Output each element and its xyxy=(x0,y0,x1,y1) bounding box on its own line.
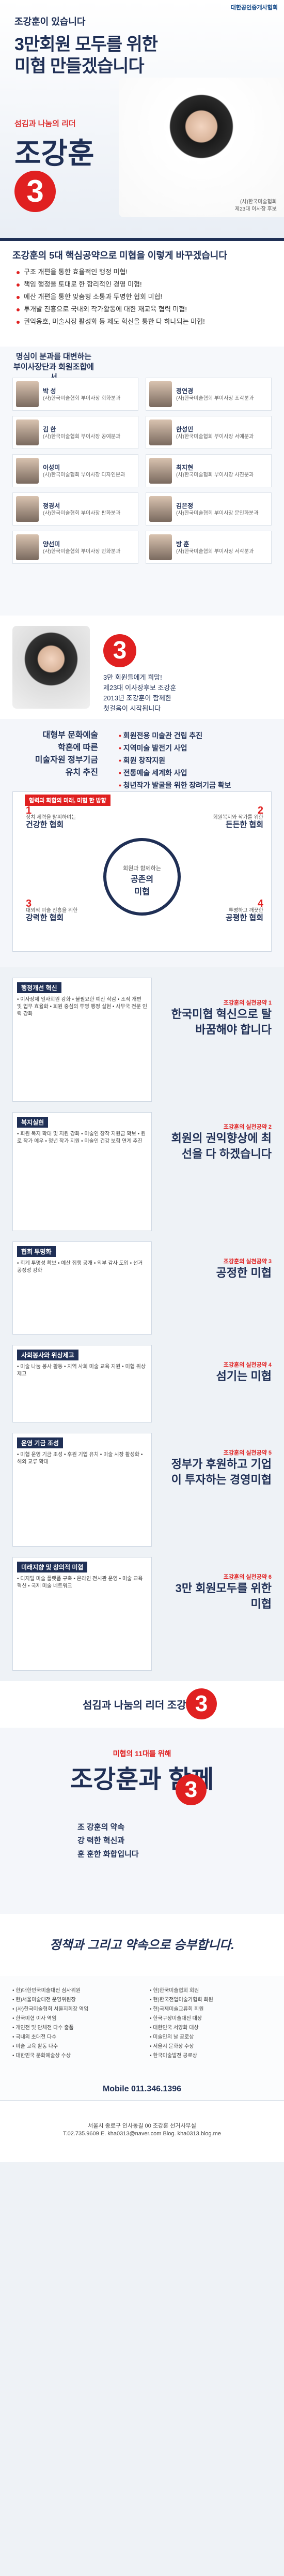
vision-item: 청년작가 발굴을 위한 장려기금 확보 xyxy=(119,779,231,791)
endorser-card: 정연경(사)한국미술협회 부이사장 조각분과 xyxy=(146,378,272,411)
footer-address: 서울시 종로구 인사동길 00 조강훈 선거사무실 xyxy=(88,2123,196,2129)
endorser-card: 양선미(사)한국미술협회 부이사장 민화분과 xyxy=(12,531,138,564)
candidate-photo xyxy=(119,78,284,217)
footer-contact[interactable]: T.02.735.9609 E. kha0313@naver.com Blog.… xyxy=(63,2131,221,2137)
footer: 서울시 종로구 인사동길 00 조강훈 선거사무실 T.02.735.9609 … xyxy=(0,2100,284,2162)
endorser-card: 김은정(사)한국미술협회 부이사장 문인화분과 xyxy=(146,492,272,526)
bullet-icon xyxy=(17,308,20,311)
candidate-number-badge: 3 xyxy=(176,1774,207,1805)
avatar xyxy=(149,458,172,484)
endorser-card: 김 한(사)한국미술협회 부이사장 공예분과 xyxy=(12,416,138,449)
policy-box: 미래지향 및 창의적 미협• 디지털 미술 플랫폼 구축 • 온라인 전시관 운… xyxy=(12,1557,152,1671)
endorser-card: 최지현(사)한국미술협회 부이사장 사진분과 xyxy=(146,454,272,487)
endorser-card: 한성민(사)한국미술협회 부이사장 서예분과 xyxy=(146,416,272,449)
pledge-item: 예산 개편을 통한 맞춤형 소통과 투명한 협회 미협! xyxy=(17,291,205,303)
intro-section: 3 3만 회원들에게 희망! 제23대 이사장후보 조강훈 2013년 조강훈이… xyxy=(0,616,284,719)
pledge-item: 구조 개편을 통한 효율적인 행정 미협! xyxy=(17,266,205,278)
policy-box: 복지실현• 회원 복지 확대 및 지원 강화 • 미술인 창작 지원금 확보 •… xyxy=(12,1112,152,1231)
vision-headline: 대형부 문화예술 학혼에 따른 미술자원 정부기금 유치 추진 xyxy=(35,731,98,777)
career-list-right: • 현)한국미술협회 회원 • 현)한국전업미술가협회 회원 • 현)국제미술교… xyxy=(150,1988,213,2059)
intro-text: 3만 회원들에게 희망! 제23대 이사장후보 조강훈 2013년 조강훈이 함… xyxy=(103,673,177,712)
avatar xyxy=(149,534,172,560)
candidate-number-badge: 3 xyxy=(186,1688,217,1719)
bullet-icon xyxy=(17,295,20,299)
vision-section: 대형부 문화예술 학혼에 따른 미술자원 정부기금 유치 추진 회원전용 미술관… xyxy=(0,719,284,967)
avatar xyxy=(16,496,39,522)
endorser-grid: 박 성(사)한국미술협회 부이사장 회화분과 정연경(사)한국미술협회 부이사장… xyxy=(12,378,272,564)
hero-title-line2: 미협 만들겠습니다 xyxy=(14,56,145,76)
together-section: 미협의 11대를 위해 조강훈과 함께 3 조 강훈의 약속 강 력한 혁신과 … xyxy=(0,1728,284,1914)
banner-text: 섬김과 나눔의 리더 조강훈 xyxy=(83,1700,196,1711)
candidate-name: 조강훈 xyxy=(14,137,94,170)
avatar xyxy=(16,381,39,407)
pledge-item: 투개발 진흥으로 국내외 작가활동에 대한 재교육 협력 미협! xyxy=(17,303,205,316)
bottom-banner: 섬김과 나눔의 리더 조강훈 3 xyxy=(0,1681,284,1728)
avatar xyxy=(16,458,39,484)
hero-slogan: 섬김과 나눔의 리더 xyxy=(14,119,76,128)
vision-frame-heading: 협력과 화합의 미래, 미협 한 방향 xyxy=(25,795,111,806)
promise-text: 정책과 그리고 약속으로 승부합니다. xyxy=(50,1938,234,1952)
candidate-note: (사)한국미술협회 제23대 이사장 후보 xyxy=(235,199,277,213)
avatar xyxy=(16,534,39,560)
bullet-icon xyxy=(17,271,20,274)
bullet-icon xyxy=(17,320,20,324)
candidate-number-badge: 3 xyxy=(103,634,136,667)
note-line1: (사)한국미술협회 xyxy=(240,199,277,205)
hero-section: 대한공인중개사협회 조강훈이 있습니다 3만회원 모두를 위한 미협 만들겠습니… xyxy=(0,0,284,238)
vision-item: 회원전용 미술관 건립 추진 xyxy=(119,729,231,742)
candidate-portrait xyxy=(12,626,90,709)
endorser-card: 정경서(사)한국미술협회 부이사장 판화분과 xyxy=(12,492,138,526)
endorser-card: 이성미(사)한국미술협회 부이사장 디자인분과 xyxy=(12,454,138,487)
career-section: • 현)대한민국미술대전 심사위원 • 현)서울미술대전 운영위원장 • (사)… xyxy=(0,1976,284,2100)
policy-box: 행정개선 혁신• 이사장제 일사회원 강화 • 불필요한 예산 삭감 • 조직 … xyxy=(12,978,152,1102)
acrostic-poem: 조 강훈의 약속 강 력한 혁신과 훈 훈한 화합입니다 xyxy=(77,1823,139,1859)
hero-title-line1: 3만회원 모두를 위한 xyxy=(14,35,158,54)
policy-section: 행정개선 혁신• 이사장제 일사회원 강화 • 불필요한 예산 삭감 • 조직 … xyxy=(0,967,284,1681)
policy-box: 운영 기금 조성• 미협 운영 기금 조성 • 후원 기업 유치 • 미술 시장… xyxy=(12,1433,152,1547)
vision-item: 회원 창작지원 xyxy=(119,754,231,767)
candidate-number-badge: 3 xyxy=(14,171,56,212)
pledges-title: 조강훈의 5대 핵심공약으로 미협을 이렇게 바꾸겠습니다 xyxy=(12,250,227,261)
avatar xyxy=(149,381,172,407)
pledge-item: 권익옹호, 미술시장 활성화 등 제도 혁신을 통한 다 하나되는 미협! xyxy=(17,316,205,328)
policy-box: 사회봉사와 위상제고• 미술 나눔 봉사 활동 • 지역 사회 미술 교육 지원… xyxy=(12,1345,152,1422)
avatar xyxy=(149,496,172,522)
policy-box: 협회 투명화• 회계 투명성 확보 • 예산 집행 공개 • 외부 감사 도입 … xyxy=(12,1241,152,1335)
vision-item: 전통예술 세계화 사업 xyxy=(119,767,231,779)
endorsement-section: 명심이 분과를 대변하는 부이사장단과 회원조합에서 박 성(사)한국미술협회 … xyxy=(0,347,284,616)
hero-subtitle: 조강훈이 있습니다 xyxy=(14,17,86,27)
vision-circle: 회원과 함께하는 공존의 미협 xyxy=(103,838,181,916)
vision-list: 회원전용 미술관 건립 추진 지역미술 발전기 사업 회원 창작지원 전통예술 … xyxy=(119,729,231,791)
bullet-icon xyxy=(17,283,20,287)
avatar xyxy=(16,420,39,445)
career-list-left: • 현)대한민국미술대전 심사위원 • 현)서울미술대전 운영위원장 • (사)… xyxy=(12,1988,89,2059)
endorser-card: 박 성(사)한국미술협회 부이사장 회화분과 xyxy=(12,378,138,411)
endorsement-heading: 명심이 분과를 대변하는 부이사장단과 회원조합에서 xyxy=(13,352,94,382)
note-line2: 제23대 이사장 후보 xyxy=(234,206,277,212)
avatar xyxy=(149,420,172,445)
page: 대한공인중개사협회 조강훈이 있습니다 3만회원 모두를 위한 미협 만들겠습니… xyxy=(0,0,284,2162)
promise-section: 정책과 그리고 약속으로 승부합니다. xyxy=(0,1914,284,1976)
mobile-number[interactable]: Mobile 011.346.1396 xyxy=(102,2085,182,2093)
pledges-list: 구조 개편을 통한 효율적인 행정 미협! 책임 행정을 토대로 한 합리적인 … xyxy=(17,266,205,328)
pledges-section: 조강훈의 5대 핵심공약으로 미협을 이렇게 바꾸겠습니다 구조 개편을 통한 … xyxy=(0,238,284,347)
association-logo: 대한공인중개사협회 xyxy=(230,5,278,11)
endorser-card: 방 훈(사)한국미술협회 부이사장 서각분과 xyxy=(146,531,272,564)
vision-item: 지역미술 발전기 사업 xyxy=(119,742,231,754)
pledge-item: 책임 행정을 토대로 한 합리적인 경영 미협! xyxy=(17,278,205,291)
